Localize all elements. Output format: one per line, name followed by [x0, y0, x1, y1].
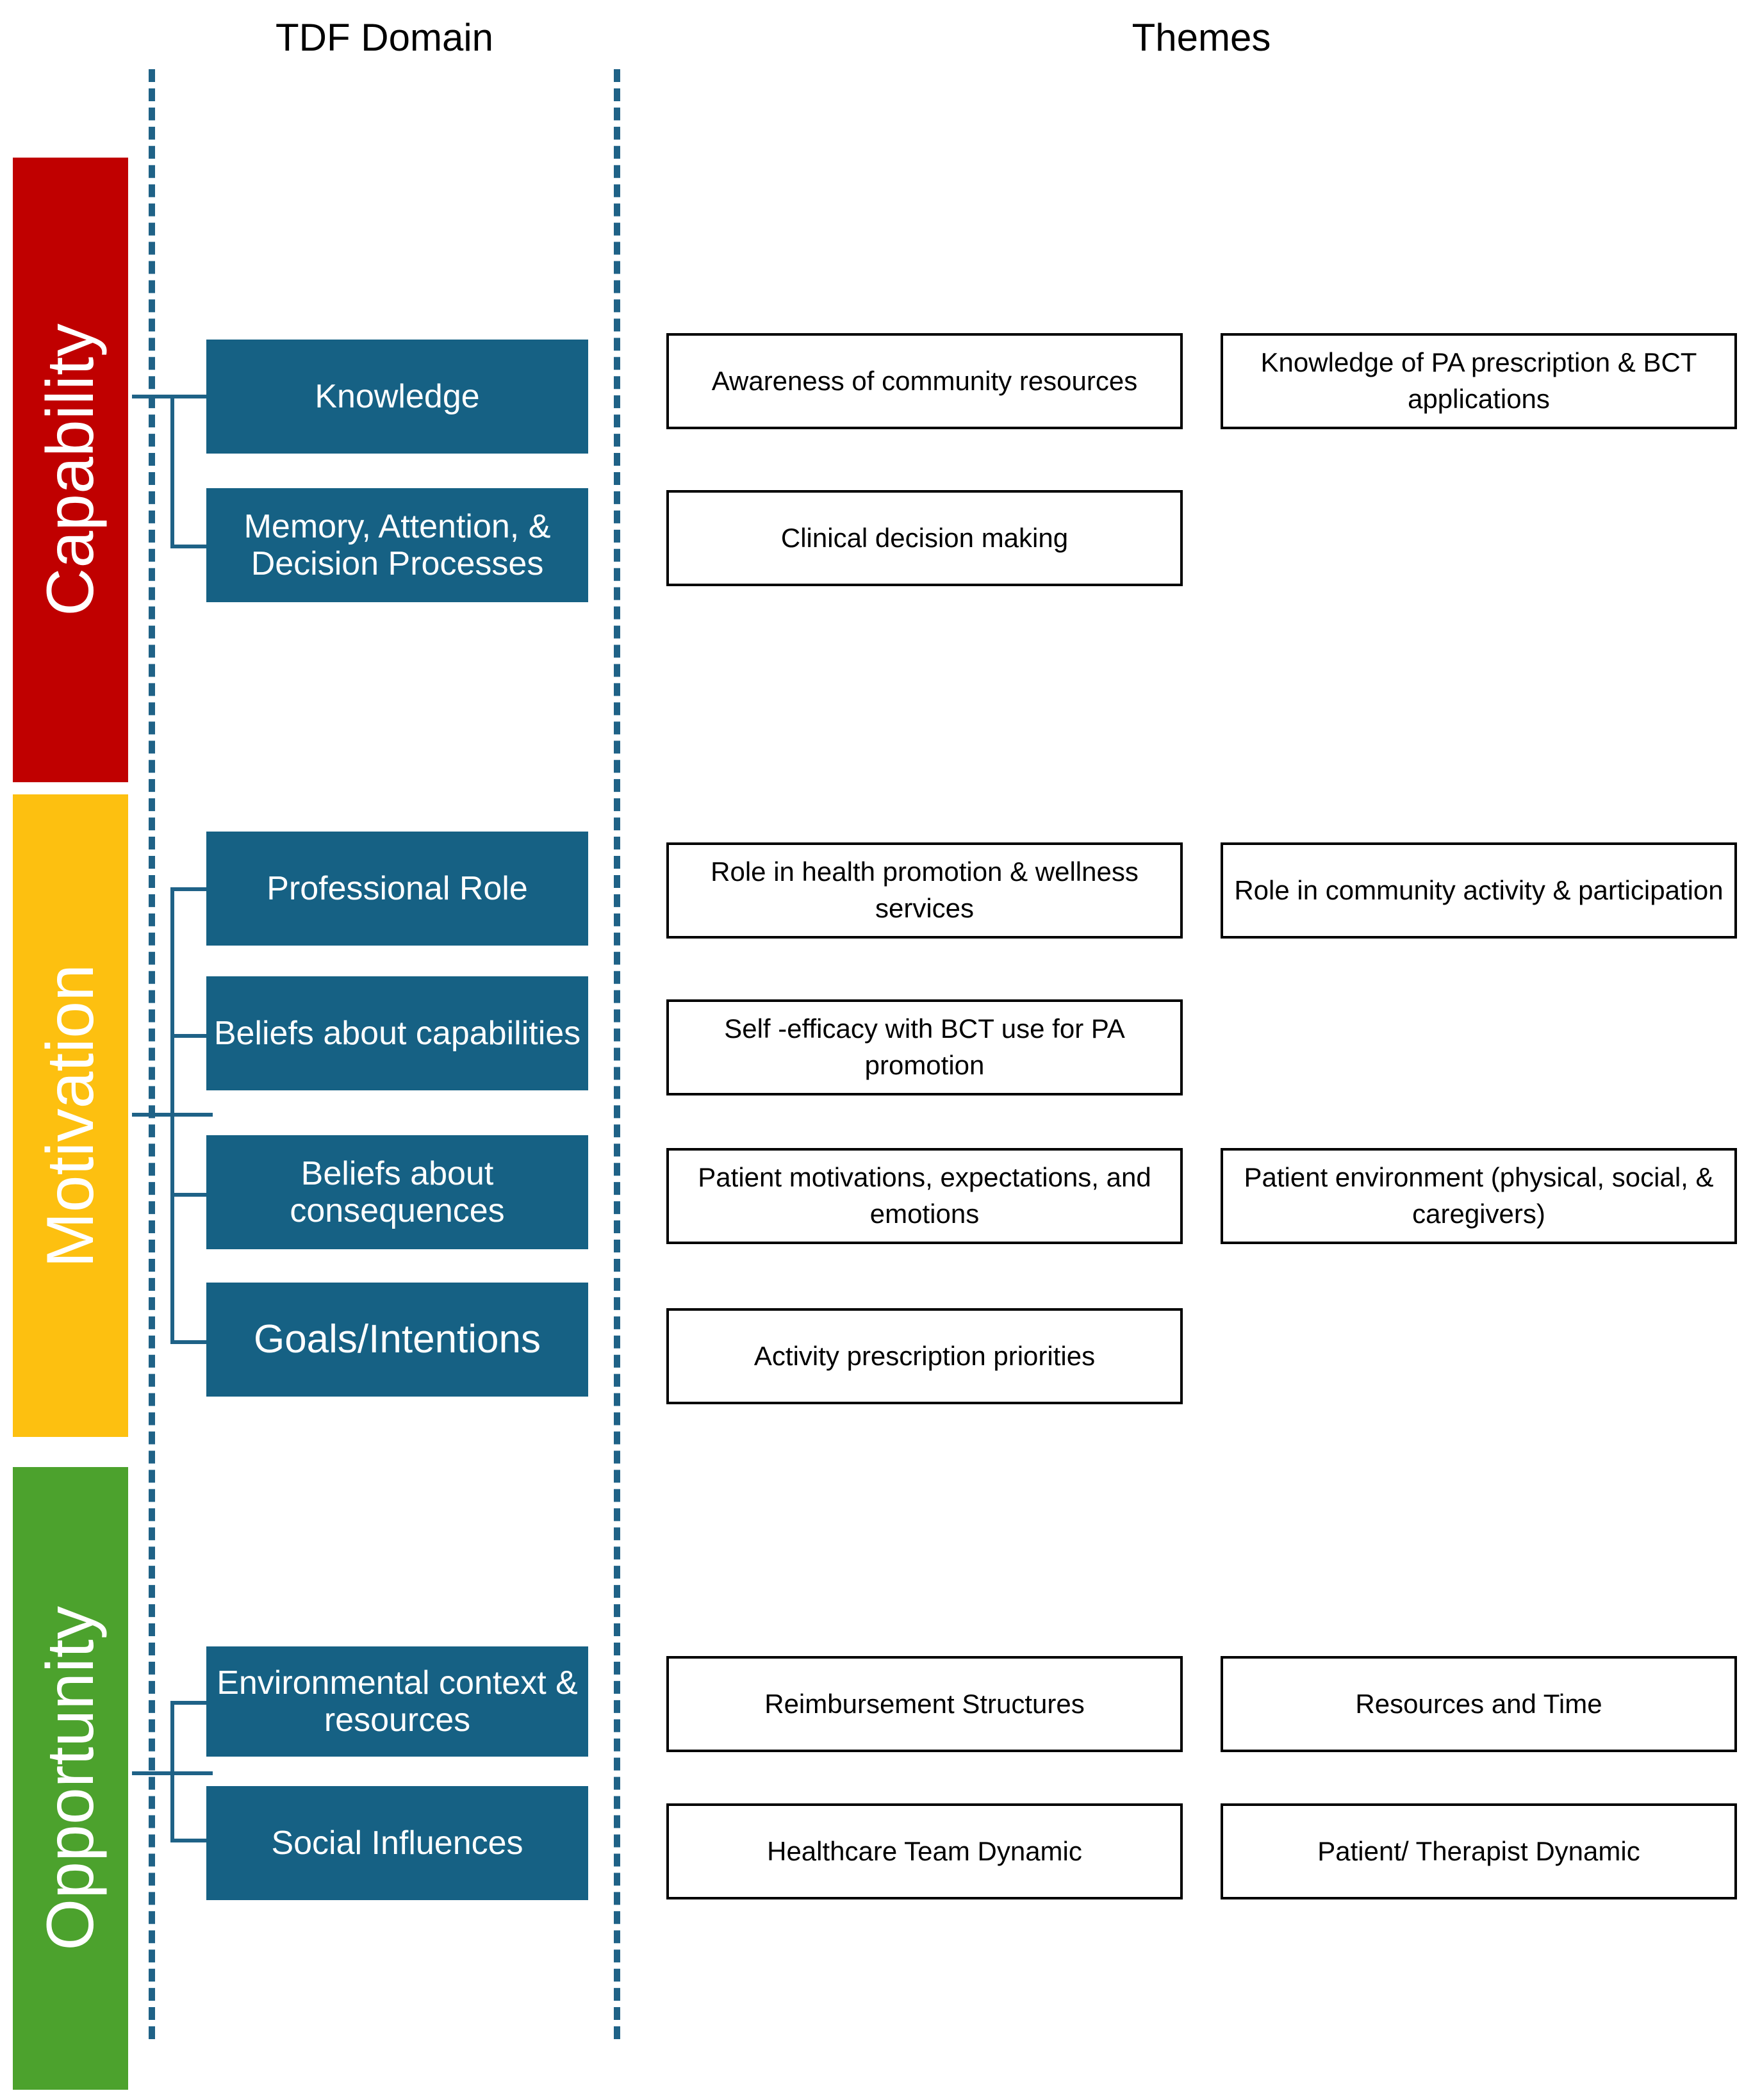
domain-box-social-influences[interactable]: Social Influences — [206, 1786, 588, 1900]
theme-box-knowledge-pa-prescription-bct[interactable]: Knowledge of PA prescription & BCT appli… — [1221, 333, 1737, 429]
theme-label: Activity prescription priorities — [753, 1340, 1096, 1371]
page-title-themes: Themes — [1132, 16, 1271, 59]
domain-box-goals-intentions[interactable]: Goals/Intentions — [206, 1283, 588, 1397]
category-label-motivation: Motivation — [33, 964, 108, 1268]
domain-box-memory-attention-decision[interactable]: Memory, Attention, & Decision Processes — [206, 488, 588, 602]
theme-box-role-community-activity[interactable]: Role in community activity & participati… — [1221, 842, 1737, 939]
theme-label: Knowledge of PA prescription & BCT appli… — [1260, 347, 1697, 414]
theme-box-reimbursement-structures[interactable]: Reimbursement Structures — [666, 1656, 1183, 1752]
theme-box-clinical-decision-making[interactable]: Clinical decision making — [666, 490, 1183, 586]
theme-box-activity-prescription-priorities[interactable]: Activity prescription priorities — [666, 1308, 1183, 1404]
theme-label: Resources and Time — [1355, 1688, 1602, 1719]
theme-box-resources-and-time[interactable]: Resources and Time — [1221, 1656, 1737, 1752]
dashed-divider-right — [614, 69, 620, 2039]
theme-label: Healthcare Team Dynamic — [767, 1835, 1082, 1866]
category-bar-opportunity: Opportunity — [13, 1467, 128, 2090]
domain-box-knowledge[interactable]: Knowledge — [206, 340, 588, 454]
domain-box-beliefs-about-capabilities[interactable]: Beliefs about capabilities — [206, 976, 588, 1090]
theme-box-role-health-promotion[interactable]: Role in health promotion & wellness serv… — [666, 842, 1183, 939]
domain-label-beliefs-about-consequences: Beliefs about consequences — [290, 1154, 505, 1229]
domain-label-goals-intentions: Goals/Intentions — [253, 1317, 541, 1362]
theme-box-patient-motivations[interactable]: Patient motivations, expectations, and e… — [666, 1148, 1183, 1244]
domain-label-knowledge: Knowledge — [315, 377, 480, 415]
theme-box-patient-therapist-dynamic[interactable]: Patient/ Therapist Dynamic — [1221, 1803, 1737, 1899]
domain-label-environmental-context-resources: Environmental context & resources — [217, 1664, 578, 1739]
theme-label: Patient environment (physical, social, &… — [1244, 1162, 1714, 1229]
theme-label: Patient/ Therapist Dynamic — [1317, 1835, 1640, 1866]
theme-box-patient-environment[interactable]: Patient environment (physical, social, &… — [1221, 1148, 1737, 1244]
category-label-capability: Capability — [33, 324, 108, 616]
domain-box-environmental-context-resources[interactable]: Environmental context & resources — [206, 1646, 588, 1757]
domain-box-professional-role[interactable]: Professional Role — [206, 832, 588, 946]
theme-label: Role in community activity & participati… — [1234, 874, 1724, 905]
theme-box-healthcare-team-dynamic[interactable]: Healthcare Team Dynamic — [666, 1803, 1183, 1899]
category-bar-motivation: Motivation — [13, 794, 128, 1437]
theme-label: Patient motivations, expectations, and e… — [698, 1162, 1151, 1229]
theme-box-awareness-of-community-resources[interactable]: Awareness of community resources — [666, 333, 1183, 429]
domain-label-social-influences: Social Influences — [271, 1824, 523, 1862]
domain-label-beliefs-about-capabilities: Beliefs about capabilities — [213, 1014, 581, 1052]
domain-label-memory-attention-decision: Memory, Attention, & Decision Processes — [243, 507, 551, 582]
theme-box-self-efficacy-bct[interactable]: Self -efficacy with BCT use for PA promo… — [666, 999, 1183, 1095]
category-bar-capability: Capability — [13, 158, 128, 782]
domain-label-professional-role: Professional Role — [267, 869, 528, 907]
theme-label: Awareness of community resources — [711, 365, 1138, 396]
theme-label: Role in health promotion & wellness serv… — [711, 857, 1139, 923]
theme-label: Clinical decision making — [780, 522, 1069, 553]
theme-label: Self -efficacy with BCT use for PA promo… — [724, 1013, 1125, 1080]
theme-label: Reimbursement Structures — [764, 1688, 1085, 1719]
category-label-opportunity: Opportunity — [33, 1606, 108, 1951]
dashed-divider-left — [149, 69, 155, 2039]
page-title-tdf-domain: TDF Domain — [275, 16, 494, 59]
domain-box-beliefs-about-consequences[interactable]: Beliefs about consequences — [206, 1135, 588, 1249]
